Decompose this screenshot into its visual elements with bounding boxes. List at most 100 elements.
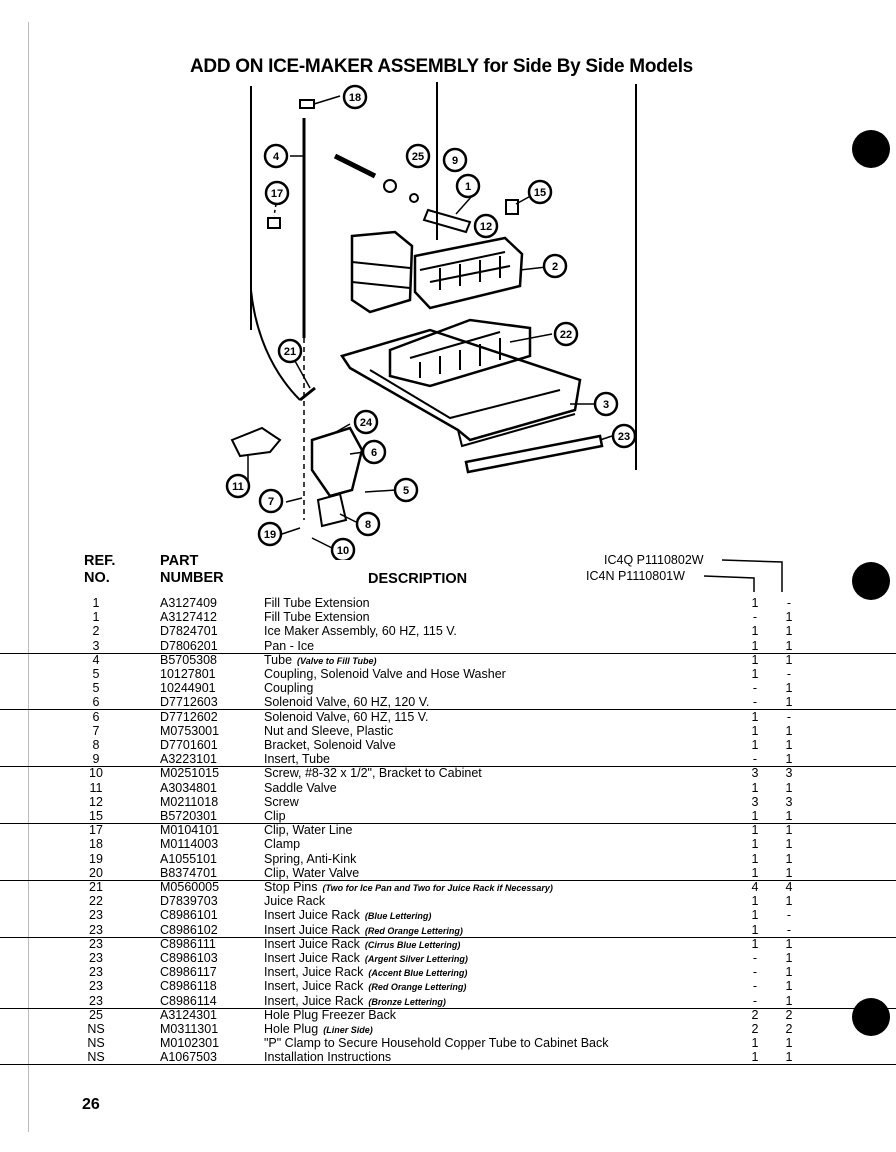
callout-11: 11 xyxy=(225,473,251,499)
callout-21: 21 xyxy=(277,338,303,364)
part-number-cell: A3223101 xyxy=(160,752,218,767)
ref-header-line-1: REF. xyxy=(84,553,116,569)
callout-4: 4 xyxy=(263,143,289,169)
svg-text:12: 12 xyxy=(480,221,492,233)
description-cell: Nut and Sleeve, Plastic xyxy=(264,723,394,738)
svg-text:17: 17 xyxy=(271,188,283,200)
description-note: (Red Orange Lettering) xyxy=(364,925,463,936)
part-number-cell: A3124301 xyxy=(160,1007,218,1022)
qty-ic4n-cell: - xyxy=(752,993,758,1008)
qty-ic4q-cell: 1 xyxy=(785,851,793,866)
part-number-cell: A1055101 xyxy=(160,851,218,866)
page-number: 26 xyxy=(82,1096,100,1113)
svg-text:1: 1 xyxy=(465,181,471,193)
qty-ic4q-cell: - xyxy=(786,596,792,610)
part-number-cell: C8986103 xyxy=(160,951,218,965)
description-cell: Juice Rack xyxy=(264,894,326,909)
qty-ic4n-cell: 1 xyxy=(751,865,759,880)
model-column-leaders xyxy=(703,559,783,592)
qty-ic4n-cell: 1 xyxy=(751,809,759,823)
qty-ic4n-cell: 1 xyxy=(751,723,759,738)
qty-ic4q-cell: 1 xyxy=(785,965,793,980)
qty-ic4q-cell: 1 xyxy=(785,951,793,965)
part-header-line-1: PART xyxy=(160,553,199,569)
description-cell: Insert Juice Rack xyxy=(264,922,360,937)
part-number-cell: A3127409 xyxy=(160,596,218,610)
description-cell: Tube xyxy=(264,652,293,667)
callout-3: 3 xyxy=(593,391,619,417)
qty-ic4n-cell: 1 xyxy=(751,709,759,724)
part-number-cell: M0104101 xyxy=(160,823,220,838)
callout-5: 5 xyxy=(393,477,419,503)
ref-no-cell: 1 xyxy=(92,596,100,610)
part-number-cell: B5720301 xyxy=(160,809,218,823)
description-with-note: Insert, Juice Rack(Accent Blue Lettering… xyxy=(264,965,467,980)
ref-header-line-2: NO. xyxy=(84,570,110,586)
qty-ic4n-cell: 1 xyxy=(751,738,759,752)
part-number-cell: B5705308 xyxy=(160,652,218,667)
qty-ic4q-cell: 1 xyxy=(785,865,793,880)
qty-ic4n-cell: 1 xyxy=(751,624,759,639)
part-number-cell: D7701601 xyxy=(160,738,218,752)
qty-ic4q-cell: 1 xyxy=(785,936,793,951)
qty-ic4q-cell: 4 xyxy=(785,880,793,894)
callout-24: 24 xyxy=(353,409,379,435)
qty-ic4q-cell: 3 xyxy=(785,766,793,781)
qty-ic4n-cell: - xyxy=(752,610,758,625)
part-number-cell: M0560005 xyxy=(160,880,220,894)
description-cell: Pan - Ice xyxy=(264,638,315,653)
qty-ic4q-cell: 2 xyxy=(785,1022,793,1036)
part-number-cell: D7839703 xyxy=(160,894,218,909)
ref-no-cell: 3 xyxy=(92,638,100,653)
ref-no-cell: 8 xyxy=(92,738,100,752)
svg-text:18: 18 xyxy=(349,92,361,104)
binder-hole-middle xyxy=(852,562,890,600)
svg-text:22: 22 xyxy=(560,329,572,341)
ref-no-cell: NS xyxy=(87,1022,105,1036)
callout-6: 6 xyxy=(361,439,387,465)
ref-no-cell: 1 xyxy=(92,610,100,625)
qty-ic4q-cell: 3 xyxy=(785,794,793,809)
description-header: DESCRIPTION xyxy=(368,571,468,587)
description-cell: Ice Maker Assembly, 60 HZ, 115 V. xyxy=(264,624,457,639)
qty-ic4n-cell: 2 xyxy=(751,1007,759,1022)
qty-ic4n-cell: 1 xyxy=(751,638,759,653)
ref-no-cell: 11 xyxy=(89,780,103,795)
description-cell: Spring, Anti-Kink xyxy=(264,851,357,866)
callout-10: 10 xyxy=(330,537,356,560)
callout-12: 12 xyxy=(473,213,499,239)
description-note: (Two for Ice Pan and Two for Juice Rack … xyxy=(322,883,553,893)
ref-no-cell: 6 xyxy=(92,695,100,710)
description-cell: Clip, Water Valve xyxy=(264,865,360,880)
part-number-cell: C8986118 xyxy=(160,979,217,994)
part-number-header: PART NUMBER xyxy=(160,553,224,587)
qty-ic4q-cell: 1 xyxy=(785,638,793,653)
svg-text:24: 24 xyxy=(360,417,373,429)
qty-ic4n-cell: - xyxy=(752,979,758,994)
svg-text:2: 2 xyxy=(552,261,558,273)
ref-no-cell: 12 xyxy=(89,794,103,809)
qty-ic4n-cell: 1 xyxy=(751,823,759,838)
ref-no-cell: 18 xyxy=(89,837,103,852)
part-number-cell: D7824701 xyxy=(160,624,218,639)
description-with-note: Insert, Juice Rack(Bronze Lettering) xyxy=(264,994,446,1009)
qty-ic4n-cell: - xyxy=(752,951,758,965)
qty-ic4n-cell: 1 xyxy=(751,1036,759,1051)
description-cell: Stop Pins xyxy=(264,880,318,894)
ref-no-cell: 2 xyxy=(92,624,100,639)
description-note: (Accent Blue Lettering) xyxy=(368,968,468,979)
